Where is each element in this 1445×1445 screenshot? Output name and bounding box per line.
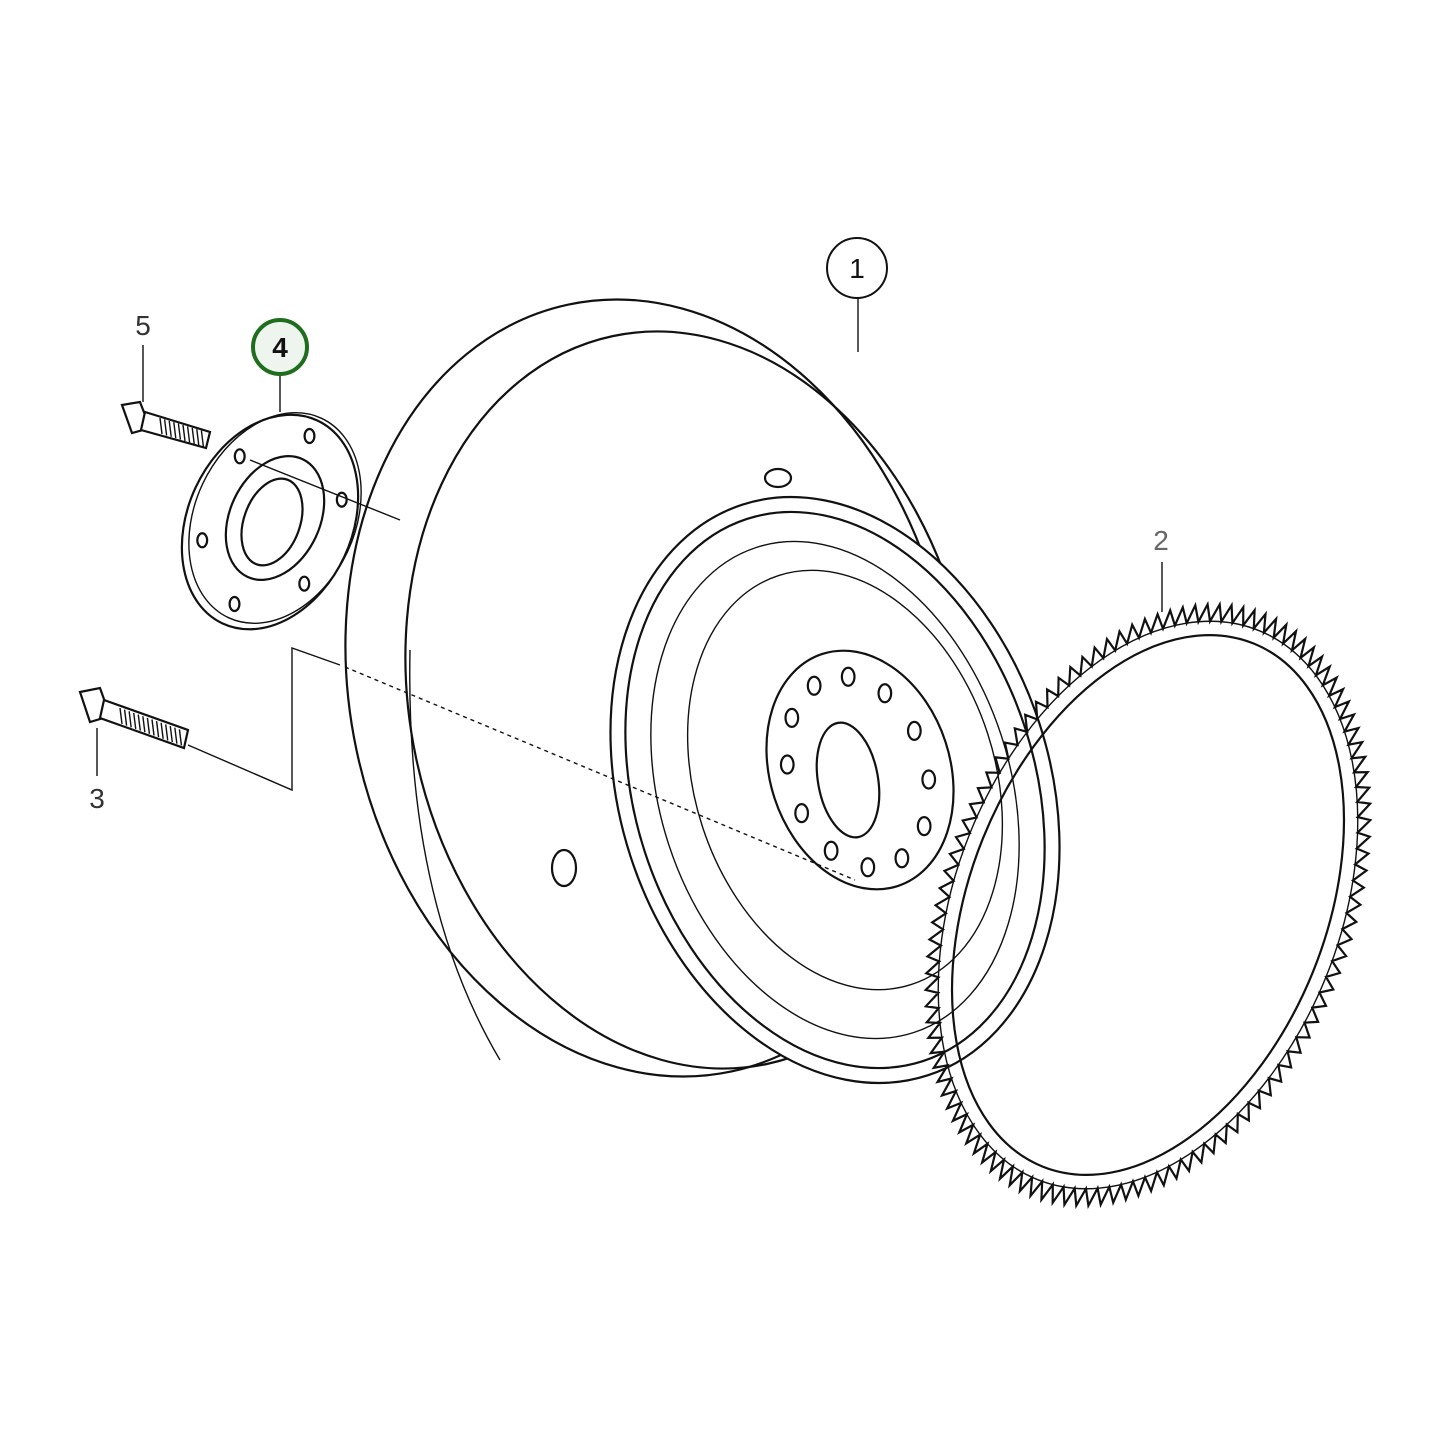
- thread-line: [196, 429, 200, 446]
- bolt-3[interactable]: [78, 686, 190, 750]
- bolt-hole: [298, 575, 311, 592]
- bolt-hole: [806, 675, 822, 696]
- thread-line: [174, 727, 178, 744]
- bolt-hole: [906, 720, 922, 741]
- thread-line: [163, 419, 168, 436]
- thread-line: [169, 725, 173, 743]
- callout-1[interactable]: 1: [826, 237, 888, 299]
- thread-line: [159, 417, 163, 435]
- thread-line: [133, 712, 137, 730]
- thread-line: [146, 717, 151, 734]
- thread-line: [173, 422, 177, 439]
- bolt-hole: [894, 848, 910, 869]
- thread-line: [168, 420, 172, 437]
- flange-plate[interactable]: [148, 384, 394, 658]
- bolt-hole: [233, 448, 246, 465]
- callout-2[interactable]: 2: [1153, 525, 1169, 556]
- callout-3[interactable]: 3: [89, 783, 105, 814]
- bolt-hole: [860, 857, 876, 878]
- thread-line: [200, 430, 205, 447]
- flywheel[interactable]: [275, 242, 1132, 1142]
- thread-line: [123, 709, 128, 726]
- bolt-5[interactable]: [120, 400, 212, 450]
- callout-3-label: 3: [89, 783, 105, 814]
- bolt-hole: [335, 491, 348, 508]
- bolt-hole: [840, 666, 856, 687]
- thread-line: [142, 716, 146, 733]
- leader-lines: [96, 298, 1163, 881]
- thread-line: [178, 729, 183, 746]
- ring-gear[interactable]: [859, 559, 1437, 1252]
- callout-5-label: 5: [135, 310, 151, 341]
- thread-line: [165, 724, 169, 741]
- thread-line: [177, 423, 182, 440]
- thread-line: [160, 722, 164, 739]
- bolt-hole: [228, 595, 241, 613]
- thread-line: [182, 424, 186, 442]
- callout-4-label: 4: [272, 332, 288, 363]
- bolt-hole: [877, 683, 893, 704]
- callout-1-label: 1: [849, 253, 865, 284]
- bolt-hole: [779, 754, 795, 775]
- thread-line: [119, 707, 123, 725]
- bolt-hole: [916, 815, 932, 837]
- bolt-hole: [921, 769, 937, 790]
- bolt-hole: [196, 532, 209, 549]
- bolt-hole: [794, 803, 810, 824]
- callout-2-label: 2: [1153, 525, 1169, 556]
- thread-line: [191, 427, 195, 444]
- bolt-hole: [823, 840, 839, 861]
- bolt-hole: [784, 707, 800, 729]
- bolt-hole: [303, 427, 316, 445]
- callout-4-highlighted[interactable]: 4: [251, 318, 309, 376]
- callout-5[interactable]: 5: [135, 310, 151, 341]
- thread-line: [186, 426, 191, 443]
- thread-line: [155, 721, 160, 738]
- thread-line: [137, 714, 141, 731]
- thread-line: [128, 711, 132, 728]
- thread-line: [151, 719, 155, 736]
